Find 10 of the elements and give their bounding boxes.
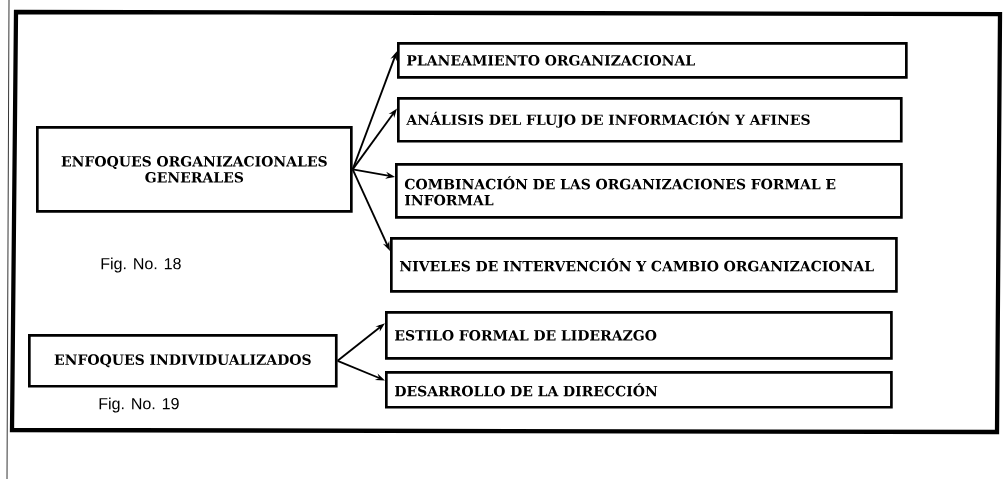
text-box: ENFOQUES ORGANIZACIONALES GENERALES [36,126,353,213]
text-box: ESTILO FORMAL DE LIDERAZGO [385,311,893,360]
text-box: DESARROLLO DE LA DIRECCIÓN [385,371,893,409]
text-box: ANÁLISIS DEL FLUJO DE INFORMACIÓN Y AFINES [397,97,903,143]
figure-number: Fig. No. 19 [99,397,179,413]
text-box: COMBINACIÓN DE LAS ORGANIZACIONES FORMAL E INFORMAL [395,163,903,219]
text-box: PLANEAMIENTO ORGANIZACIONAL [397,42,908,79]
text-box: ENFOQUES INDIVIDUALIZADOS [28,334,338,388]
text-box: NIVELES DE INTERVENCIÓN Y CAMBIO ORGANIZACIONAL [390,237,898,293]
figure-number: Fig. No. 18 [101,257,181,273]
